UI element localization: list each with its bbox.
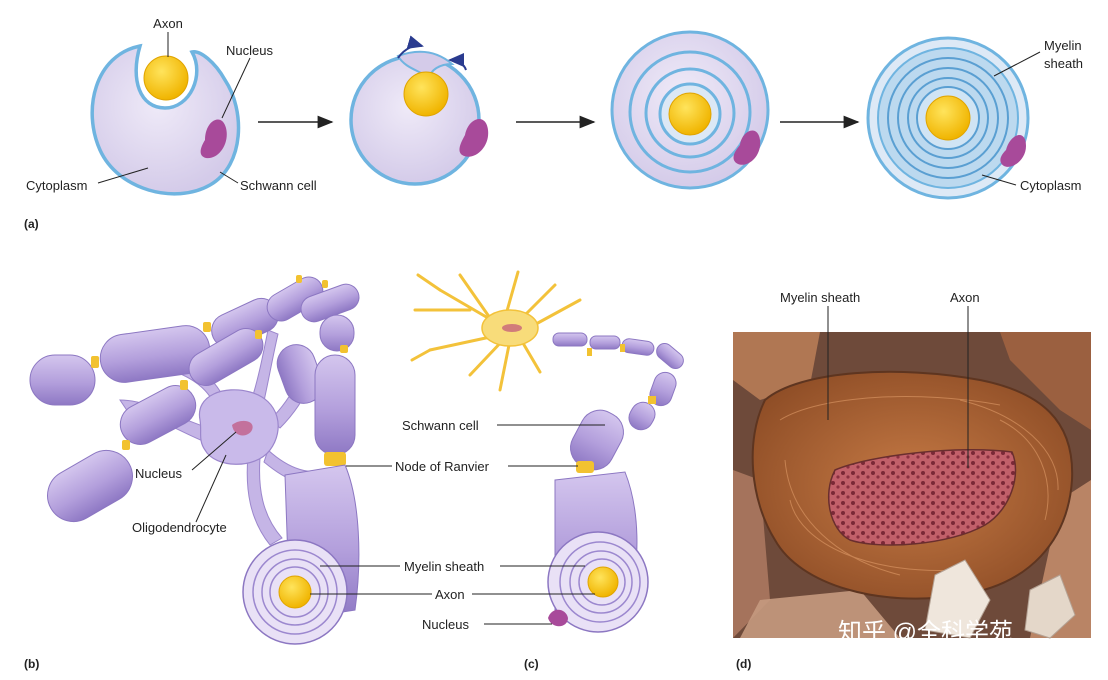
- panel-c: Schwann cell Node of Ranvier Myelin shea…: [310, 270, 684, 671]
- label-axon: Axon: [435, 587, 465, 602]
- nodes-of-ranvier: [91, 275, 348, 466]
- label-myelin-sheath: Myelin sheath: [780, 290, 860, 305]
- panel-a: Axon Nucleus Cytoplasm Schwann cell Myel…: [24, 16, 1083, 231]
- label-cytoplasm-right: Cytoplasm: [1020, 178, 1081, 193]
- label-myelin-line2: sheath: [1044, 56, 1083, 71]
- nucleus-shape: [200, 119, 227, 159]
- panel-tag-a: (a): [24, 217, 39, 231]
- label-myelin-line1: Myelin: [1044, 38, 1082, 53]
- micrograph-crystal: [924, 559, 991, 639]
- schwann-nucleus: [548, 609, 568, 627]
- node-of-ranvier-c: [576, 461, 594, 473]
- leader-cytoplasm-right: [981, 174, 1017, 186]
- panel-tag-b: (b): [24, 657, 39, 671]
- label-schwann-cell: Schwann cell: [240, 178, 317, 193]
- leader-nucleus: [191, 431, 237, 471]
- panel-d: Myelin sheath Axon 知乎 @全科学苑 (d): [733, 290, 1091, 671]
- schwann-stage-1: [90, 43, 241, 196]
- myelin-segments: [29, 276, 360, 522]
- label-nucleus: Nucleus: [226, 43, 273, 58]
- myelin-segment: [319, 314, 355, 352]
- myelin-ring: [578, 558, 626, 606]
- oligodendrocyte-nucleus: [232, 420, 253, 436]
- panel-b: Nucleus Oligodendrocyte (b): [24, 275, 360, 671]
- axon-core: [278, 575, 312, 609]
- myelin-wrap: [897, 67, 999, 169]
- wrap-layer: [628, 50, 752, 174]
- label-node-of-ranvier: Node of Ranvier: [395, 459, 490, 474]
- nucleus-shape: [459, 119, 489, 157]
- myelin-ring: [252, 549, 338, 635]
- leader-nucleus: [221, 57, 251, 119]
- schwann-stage-4: [866, 36, 1030, 200]
- nucleus-shape: [733, 130, 761, 165]
- label-axon: Axon: [950, 290, 980, 305]
- axon-circle: [143, 55, 189, 101]
- leader-myelin-sheath: [993, 51, 1041, 77]
- myelin-wrap: [887, 57, 1009, 179]
- myelin-ring: [569, 550, 633, 614]
- myelin-segment: [119, 385, 197, 445]
- axon-core: [587, 566, 619, 598]
- wrapping-lip: [396, 50, 455, 80]
- label-cytoplasm: Cytoplasm: [26, 178, 87, 193]
- label-schwann-cell: Schwann cell: [402, 418, 479, 433]
- axon-circle: [925, 95, 971, 141]
- axon-chain: [552, 332, 684, 473]
- schwann-stage-3: [610, 30, 770, 190]
- axon-circle: [668, 92, 712, 136]
- label-oligodendrocyte: Oligodendrocyte: [132, 520, 227, 535]
- leader-cytoplasm: [97, 167, 149, 184]
- panel-tag-d: (d): [736, 657, 751, 671]
- myelin-wrap: [907, 77, 989, 159]
- label-myelin-sheath: Myelin sheath: [404, 559, 484, 574]
- label-nucleus: Nucleus: [422, 617, 469, 632]
- micrograph-axon: [827, 448, 1017, 546]
- myelin-ring: [559, 541, 641, 623]
- leader-schwann-cell: [219, 171, 239, 184]
- rotation-arrow: [448, 53, 467, 71]
- leader-oligodendrocyte: [195, 454, 227, 523]
- myelin-ring: [269, 566, 321, 618]
- label-axon: Axon: [153, 16, 183, 31]
- schwann-stage-2: [349, 35, 489, 186]
- axon-circle: [403, 71, 449, 117]
- myelin-lamellae: [779, 396, 1059, 576]
- node-of-ranvier-main: [324, 452, 346, 466]
- label-nucleus: Nucleus: [135, 466, 182, 481]
- rotation-arrow: [397, 35, 424, 59]
- micrograph-crystal: [1024, 574, 1076, 639]
- myelin-segment: [314, 354, 356, 456]
- watermark: 知乎 @全科学苑: [838, 619, 1013, 646]
- panel-tag-c: (c): [524, 657, 539, 671]
- myelin-segment: [29, 354, 96, 406]
- myelin-ring: [261, 558, 329, 626]
- nucleus-shape: [1000, 134, 1026, 167]
- schwann-cell-body: [90, 43, 241, 196]
- myelin-segment: [47, 450, 133, 522]
- neuron-nucleus: [502, 324, 522, 332]
- wrap-layer: [644, 67, 736, 159]
